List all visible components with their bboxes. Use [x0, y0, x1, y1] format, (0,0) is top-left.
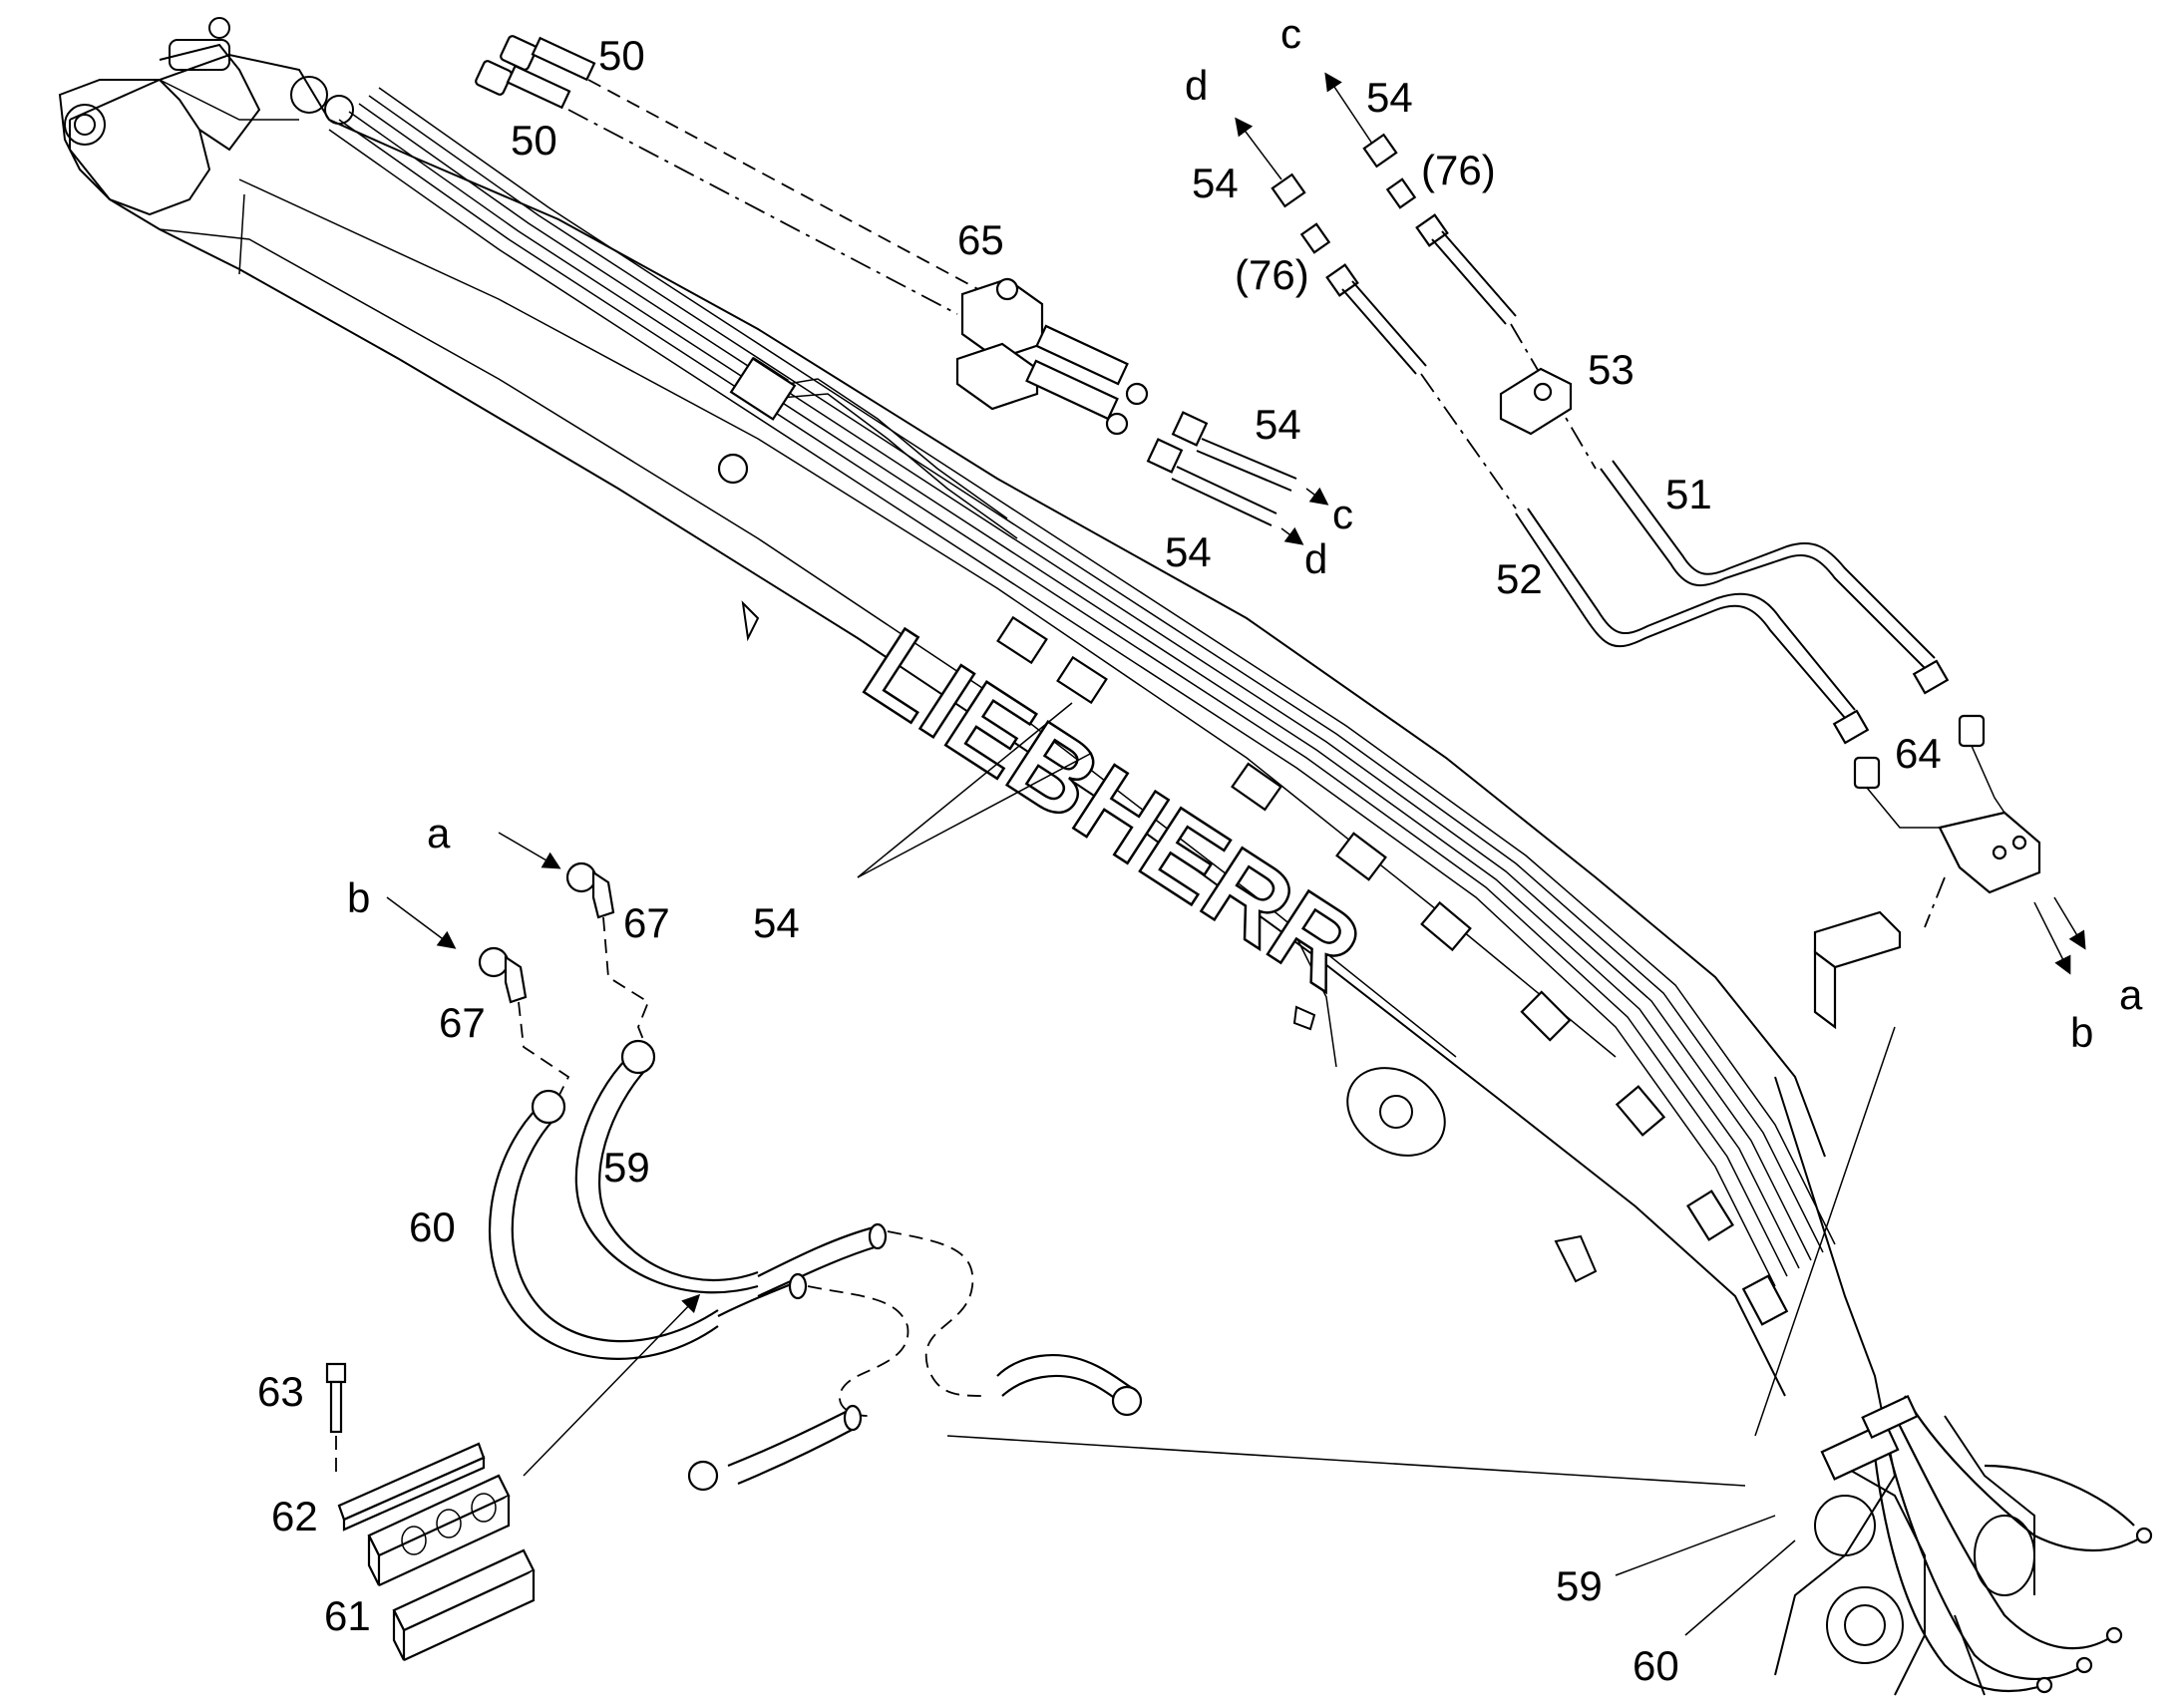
leader-lines: [857, 702, 1796, 1636]
arrow-label-d-top: d: [1185, 62, 1208, 109]
part-59-hose: [574, 1039, 759, 1294]
part-labels: 50 50 65 54 54 54 54 (76) (76) 53 51 52 …: [257, 32, 1942, 1689]
arrow-label-a-right: a: [2119, 971, 2143, 1018]
label-64: 64: [1895, 730, 1942, 777]
connection-arrow-labels: d c c d a b a b: [347, 10, 2143, 1056]
foot-hoses: [1820, 1395, 2153, 1694]
label-54-center-upper: 54: [1255, 401, 1301, 448]
label-63: 63: [257, 1368, 304, 1415]
label-54-top-left: 54: [1192, 160, 1239, 206]
part-64-adapters: [1754, 714, 2086, 1437]
part-54-top-bolts: [1235, 72, 1398, 208]
arrow-label-b-left: b: [347, 874, 370, 921]
label-59: 59: [603, 1144, 650, 1191]
arrow-label-d-center: d: [1304, 535, 1327, 582]
part-65-clamp: [955, 277, 1149, 436]
hose-routing-middle: [687, 1222, 1143, 1492]
part-53-clamp: [1499, 367, 1573, 436]
label-60-bottom: 60: [1633, 1642, 1679, 1689]
label-76-right: (76): [1421, 147, 1496, 193]
label-54-boom: 54: [753, 899, 800, 946]
label-62: 62: [271, 1493, 318, 1539]
hydraulic-line-bundle: [328, 87, 1836, 1326]
boom-structure: LIEBHERR: [58, 17, 2035, 1696]
label-60: 60: [409, 1203, 456, 1250]
arrow-label-a-left: a: [427, 810, 451, 856]
label-54-top-right: 54: [1366, 74, 1413, 121]
label-50-upper: 50: [598, 32, 645, 79]
part-60-hose: [489, 1089, 719, 1360]
part-52-51-lines: [1325, 213, 1950, 745]
label-51: 51: [1665, 471, 1712, 517]
part-54-center-tubes: [1146, 411, 1329, 545]
label-61: 61: [324, 1592, 371, 1639]
leader-line-foot: [946, 1435, 1746, 1487]
label-52: 52: [1496, 555, 1543, 602]
part-67-elbows: [386, 832, 650, 1098]
label-54-center-lower: 54: [1165, 528, 1212, 575]
part-63-bolt: [325, 1362, 347, 1476]
arrow-label-b-right: b: [2070, 1009, 2093, 1056]
part-62-cover-plate: [337, 1442, 486, 1532]
arrow-label-c-center: c: [1332, 491, 1353, 537]
arrow-label-c-top: c: [1280, 10, 1301, 57]
part-76-seals: [1299, 177, 1417, 254]
label-53: 53: [1588, 346, 1635, 393]
boom-head-end: [58, 17, 354, 216]
part-50-fittings: [475, 35, 988, 315]
part-61-clamp-halves: [367, 1293, 701, 1661]
label-59-bottom: 59: [1556, 1562, 1603, 1609]
label-67-upper: 67: [623, 899, 670, 946]
label-76-left: (76): [1235, 251, 1309, 298]
label-67-lower: 67: [439, 999, 486, 1046]
label-65: 65: [957, 216, 1004, 263]
label-50-lower: 50: [511, 117, 557, 164]
